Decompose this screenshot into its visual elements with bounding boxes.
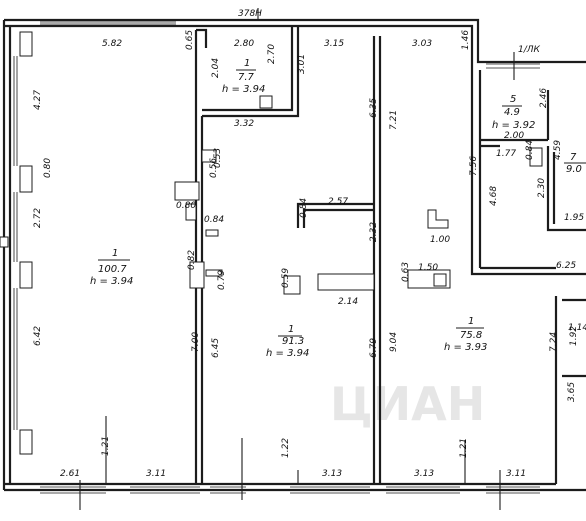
dim: 2.32 [369,222,379,242]
svg-text:9.0: 9.0 [566,164,582,175]
dim: 2.57 [328,197,348,207]
svg-text:100.7: 100.7 [98,264,127,275]
dim: 1.77 [496,149,516,159]
svg-text:1: 1 [244,58,250,69]
dim: 5.82 [102,39,122,49]
svg-text:75.8: 75.8 [460,330,482,341]
bottom-windows [40,416,540,510]
dim: 0.65 [185,30,195,50]
dim: 1.00 [430,235,450,245]
dim: 2.72 [33,208,43,228]
dim: 3.13 [322,469,342,479]
dim: 1.21 [459,438,469,458]
svg-text:h = 3.92: h = 3.92 [492,120,535,131]
dim: 0.79 [217,270,227,290]
dim: 2.00 [504,131,524,141]
dim: 1.21 [101,436,111,456]
left-piers [0,31,33,455]
dim: 3.11 [506,469,526,479]
dim: 3.32 [234,119,254,129]
dim: 2.61 [60,469,80,479]
interior-walls [194,26,586,484]
dim: 7.56 [469,156,479,176]
svg-text:91.3: 91.3 [282,336,304,347]
dim: 3.13 [414,469,434,479]
dim: 2.70 [267,44,277,64]
dim: 4.68 [489,186,499,206]
dim: 0.80 [43,158,53,178]
dim: 1.50 [418,263,438,273]
svg-text:h = 3.93: h = 3.93 [444,342,487,353]
svg-text:5: 5 [510,94,516,105]
dim: 7.24 [549,332,559,352]
dimension-labels: 5.82 0.65 2.80 3.15 3.03 1.46 4.27 0.80 … [33,30,586,479]
axis-label: 378Н [238,9,262,19]
dim: 0.84 [525,140,535,160]
dim: 7.00 [191,332,201,352]
dim: 0.84 [299,198,309,218]
dim: 3.65 [567,382,577,402]
svg-text:h = 3.94: h = 3.94 [266,348,309,359]
dim: 0.56 [209,158,219,178]
dim: 1.46 [461,30,471,50]
room-label-center: 1 91.3 h = 3.94 [266,324,309,359]
dim: 6.79 [369,338,379,358]
dim: 6.35 [369,98,379,118]
svg-text:h = 3.94: h = 3.94 [90,276,133,287]
dim: 4.59 [553,140,563,160]
svg-text:1: 1 [468,316,474,327]
dim: 2.14 [338,297,358,307]
dim: 0.63 [401,262,411,282]
dim: 0.84 [204,215,224,225]
dim: 2.46 [539,88,549,108]
dim: 3.01 [297,54,307,74]
dim: 1.92 [569,326,579,346]
dim: 6.45 [211,338,221,358]
dim: 1.14 [568,323,586,333]
dim: 6.25 [556,261,576,271]
dim: 1.95 [564,213,584,223]
dim: 1.22 [281,438,291,458]
svg-text:1: 1 [112,248,118,259]
dim: 0.53 [213,148,223,168]
dim: 2.80 [234,39,254,49]
outer-walls [2,18,586,492]
top-openings [40,8,540,80]
dim: 4.27 [33,90,43,110]
dim: 3.11 [146,469,166,479]
svg-text:h = 3.94: h = 3.94 [222,84,265,95]
svg-text:7.7: 7.7 [238,72,255,83]
dim: 2.30 [537,178,547,198]
dim: 3.03 [412,39,432,49]
dim: 6.42 [33,326,43,346]
dim: 9.04 [389,332,399,352]
dim: 0.82 [187,250,197,270]
dim: 2.04 [211,58,221,78]
left-windows [13,56,18,430]
dim: 0.59 [281,268,291,288]
section-label: 1/ЛК [518,45,541,55]
svg-text:1: 1 [288,324,294,335]
dim: 7.21 [389,110,399,130]
dim: 3.15 [324,39,344,49]
room-label-right: 1 75.8 h = 3.93 [444,316,487,353]
room-label-small-top: 1 7.7 h = 3.94 [222,58,265,95]
room-label-big-left: 1 100.7 h = 3.94 [90,248,133,287]
room-label-5: 5 4.9 h = 3.92 [492,94,535,131]
watermark: ЦИАН [330,377,485,431]
dim: 0.80 [176,201,196,211]
svg-text:4.9: 4.9 [504,107,520,118]
columns [174,95,543,295]
svg-text:7: 7 [570,152,577,163]
room-label-7: 7 9.0 [564,152,586,175]
